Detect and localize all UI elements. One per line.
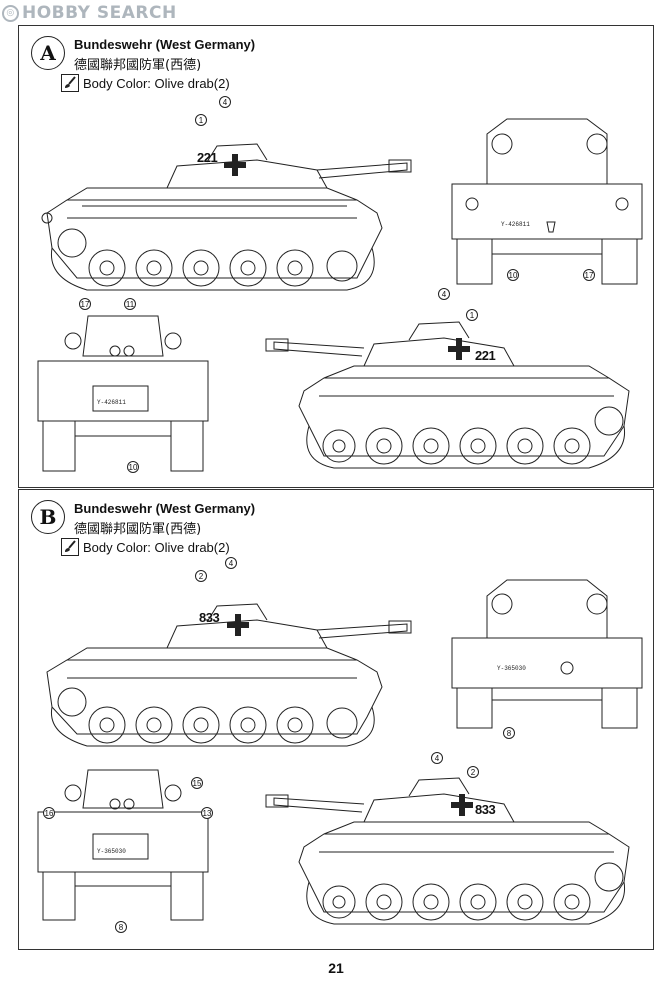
callout: 4 (225, 557, 237, 569)
callout: 2 (195, 570, 207, 582)
plate-front: Y-426811 (501, 221, 530, 228)
paintbrush-icon (61, 74, 79, 92)
hull-number-left: 221 (197, 150, 218, 165)
callout: 4 (219, 96, 231, 108)
tank-rear-view (37, 315, 209, 472)
callout: 13 (201, 807, 213, 819)
callout: 4 (431, 752, 443, 764)
scheme-letter-badge: A (31, 36, 65, 70)
hull-number-right: 833 (475, 802, 496, 817)
callout: 2 (467, 766, 479, 778)
tank-front-view (451, 579, 643, 729)
scheme-title-en: Bundeswehr (West Germany) (74, 37, 256, 52)
paintbrush-icon (61, 538, 79, 556)
tank-left-side-view (41, 143, 412, 291)
plate-front: Y-365030 (497, 665, 526, 672)
iron-cross-icon (224, 154, 246, 176)
body-color-label: Body Color: Olive drab(2) (83, 539, 230, 555)
body-color-row: Body Color: Olive drab(2) (61, 74, 230, 92)
callout: 16 (43, 807, 55, 819)
plate-rear: Y-426811 (97, 399, 126, 406)
scheme-panel-b: B Bundeswehr (West Germany) 德國聯邦國防軍(西德) … (18, 489, 654, 950)
hull-number-left: 833 (199, 610, 220, 625)
callout: 8 (503, 727, 515, 739)
callout: 1 (195, 114, 207, 126)
iron-cross-icon (451, 794, 473, 816)
watermark-text: HOBBY SEARCH (22, 3, 177, 23)
tank-right-side-view (265, 321, 630, 469)
callout: 15 (191, 777, 203, 789)
callout: 4 (438, 288, 450, 300)
watermark: ◎ HOBBY SEARCH (2, 2, 177, 24)
page-number: 21 (328, 960, 344, 976)
hobby-search-logo-icon: ◎ (2, 4, 19, 22)
body-color-label: Body Color: Olive drab(2) (83, 75, 230, 91)
scheme-letter-badge: B (31, 500, 65, 534)
callout: 17 (583, 269, 595, 281)
scheme-title-zh: 德國聯邦國防軍(西德) (74, 58, 202, 73)
tank-left-side-view (46, 603, 412, 747)
scheme-panel-a: A Bundeswehr (West Germany) 德國聯邦國防軍(西德) … (18, 25, 654, 488)
hull-number-right: 221 (475, 348, 496, 363)
tank-front-view (451, 118, 643, 285)
scheme-title-en: Bundeswehr (West Germany) (74, 501, 256, 516)
tank-rear-view (37, 769, 209, 921)
callout: 10 (507, 269, 519, 281)
plate-rear: Y-365030 (97, 848, 126, 855)
callout: 17 (79, 298, 91, 310)
body-color-row: Body Color: Olive drab(2) (61, 538, 230, 556)
callout: 10 (127, 461, 139, 473)
iron-cross-icon (227, 614, 249, 636)
callout: 1 (466, 309, 478, 321)
callout: 8 (115, 921, 127, 933)
callout: 11 (124, 298, 136, 310)
tank-right-side-view (265, 777, 630, 925)
scheme-title-zh: 德國聯邦國防軍(西德) (74, 522, 202, 537)
iron-cross-icon (448, 338, 470, 360)
